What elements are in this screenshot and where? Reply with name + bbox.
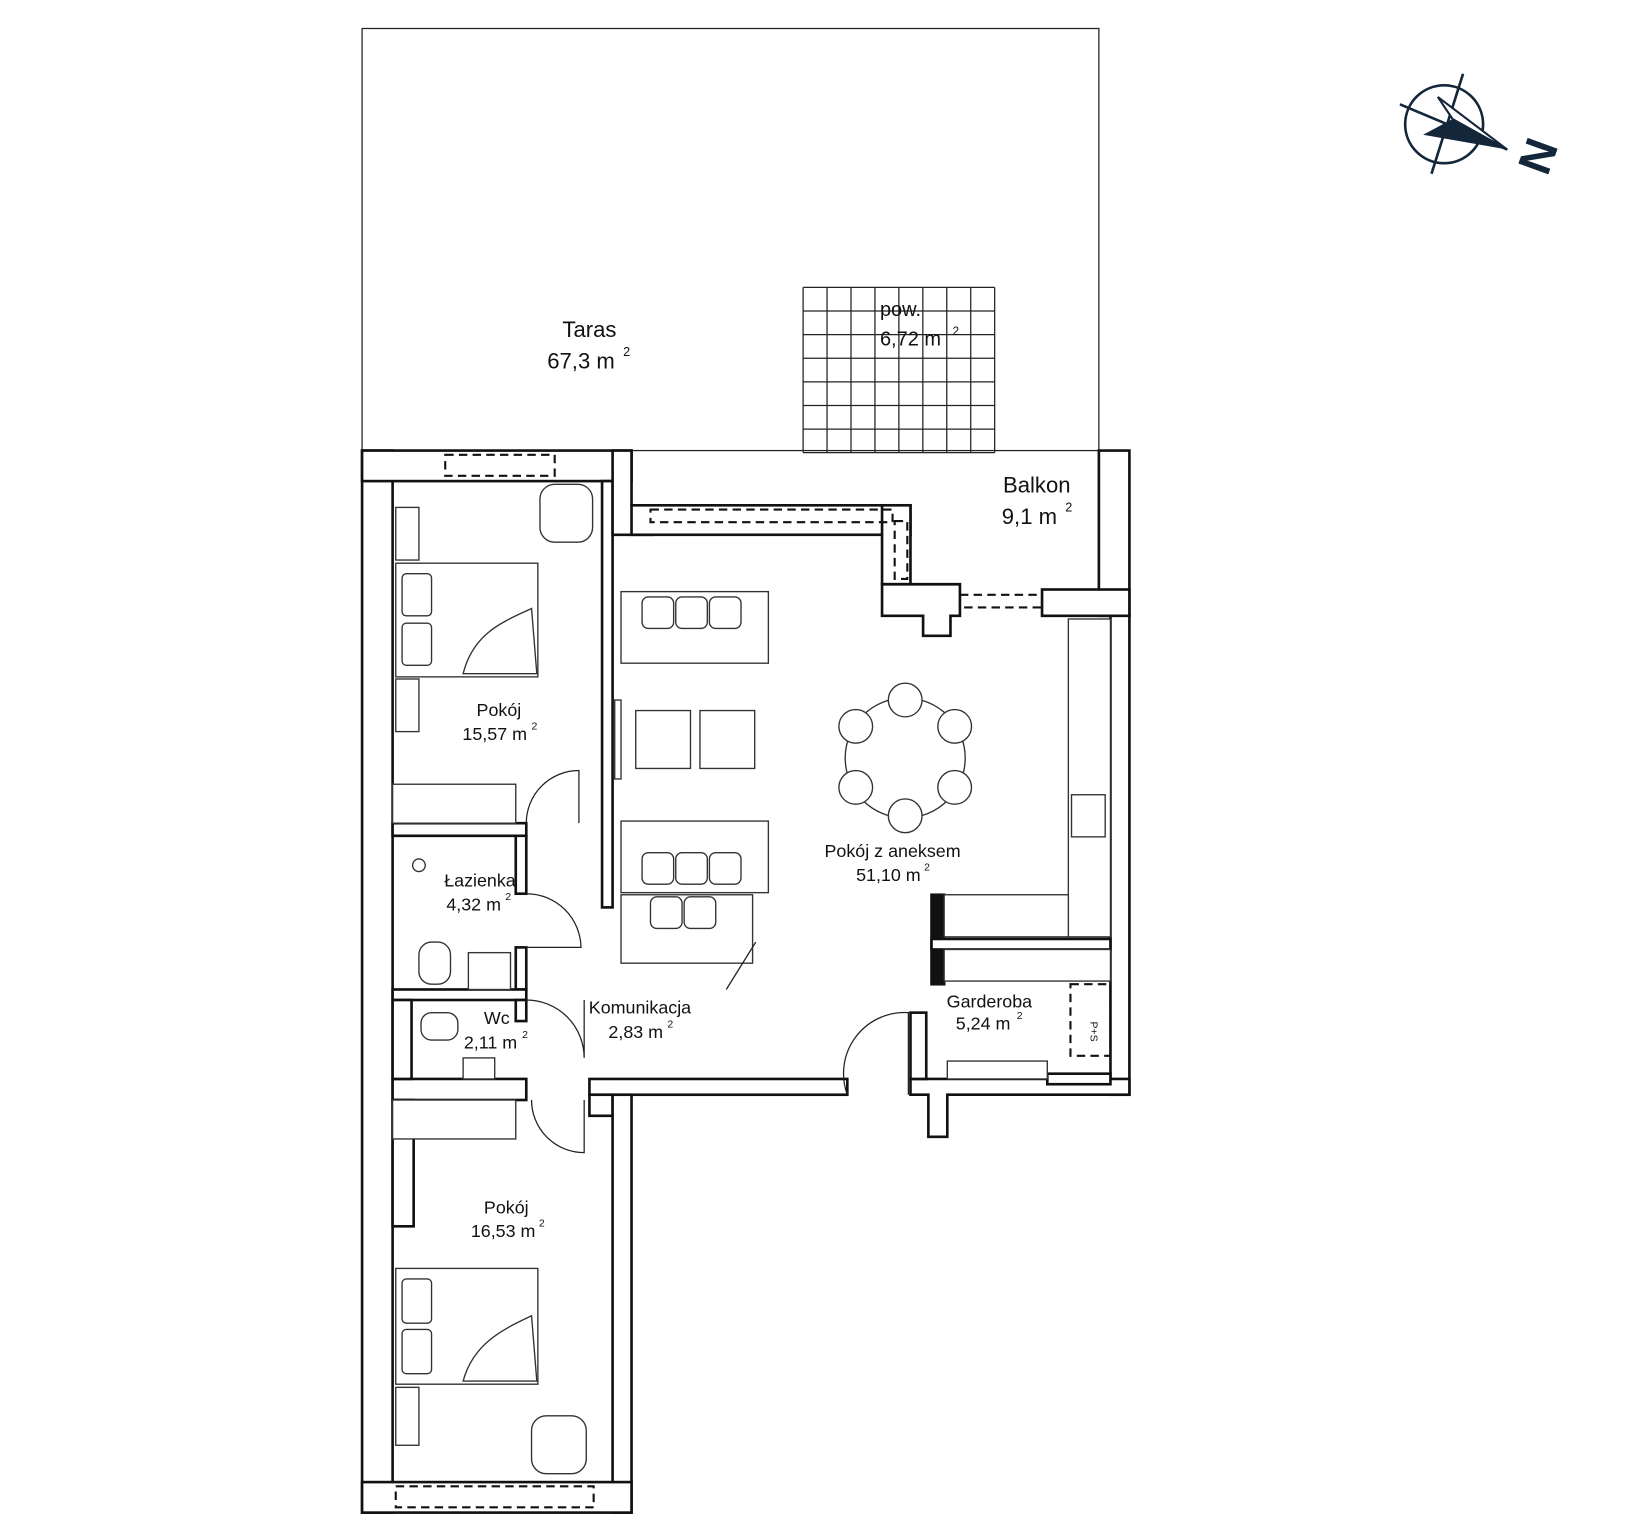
room-label-pow: pow. 6,72 m 2: [880, 299, 959, 350]
svg-text:2: 2: [667, 1018, 673, 1030]
svg-text:6,72 m: 6,72 m: [880, 328, 941, 350]
room-label-wc: Wc 2,11 m 2: [464, 1008, 528, 1052]
svg-text:2: 2: [1017, 1010, 1023, 1022]
svg-text:Łazienka: Łazienka: [444, 870, 516, 890]
room-label-garderoba: Garderoba 5,24 m 2: [947, 991, 1033, 1033]
svg-text:Pokój: Pokój: [484, 1198, 529, 1218]
bedroom-1-furniture: [391, 483, 594, 824]
svg-text:51,10 m: 51,10 m: [856, 865, 921, 885]
svg-text:2: 2: [505, 891, 511, 903]
svg-text:15,57 m: 15,57 m: [462, 724, 527, 744]
svg-text:2: 2: [924, 862, 930, 874]
room-label-pokoj-1: Pokój 15,57 m 2: [462, 700, 537, 744]
svg-text:2,83 m: 2,83 m: [608, 1022, 663, 1042]
svg-text:Wc: Wc: [484, 1008, 510, 1028]
compass-icon: N: [1399, 73, 1568, 181]
ps-label: P+S: [1087, 1022, 1099, 1042]
room-label-balkon: Balkon 9,1 m 2: [1002, 473, 1072, 530]
svg-text:2,11 m: 2,11 m: [464, 1032, 517, 1052]
compass-north-label: N: [1508, 131, 1568, 180]
svg-text:5,24 m: 5,24 m: [956, 1013, 1011, 1033]
doors: [525, 769, 909, 1154]
svg-text:2: 2: [623, 345, 630, 359]
svg-text:2: 2: [522, 1029, 528, 1041]
bedroom-2-furniture: [395, 1267, 587, 1475]
svg-text:9,1 m: 9,1 m: [1002, 504, 1057, 529]
living-room-furniture: [614, 590, 1112, 990]
svg-text:Pokój: Pokój: [477, 700, 522, 720]
room-label-taras: Taras 67,3 m 2: [547, 317, 630, 374]
bathroom-fixtures: P+S: [391, 858, 1112, 1140]
svg-text:Garderoba: Garderoba: [947, 991, 1033, 1011]
svg-text:Komunikacja: Komunikacja: [589, 998, 691, 1018]
paved-area-grid: [802, 286, 996, 454]
svg-text:16,53 m: 16,53 m: [471, 1221, 536, 1241]
room-label-komunikacja: Komunikacja 2,83 m 2: [589, 998, 691, 1042]
svg-text:pow.: pow.: [880, 299, 921, 321]
svg-text:Pokój z aneksem: Pokój z aneksem: [825, 841, 961, 861]
svg-text:Balkon: Balkon: [1003, 473, 1071, 498]
svg-text:Taras: Taras: [562, 317, 616, 342]
svg-text:2: 2: [1065, 501, 1072, 515]
windows: [394, 453, 1044, 1509]
room-label-lazienka: Łazienka 4,32 m 2: [444, 870, 516, 914]
terrace-outline: [361, 27, 1100, 452]
svg-text:2: 2: [532, 721, 538, 733]
svg-text:67,3 m: 67,3 m: [547, 348, 615, 373]
svg-text:4,32 m: 4,32 m: [446, 895, 501, 915]
svg-text:2: 2: [539, 1217, 545, 1229]
svg-text:2: 2: [953, 326, 959, 338]
